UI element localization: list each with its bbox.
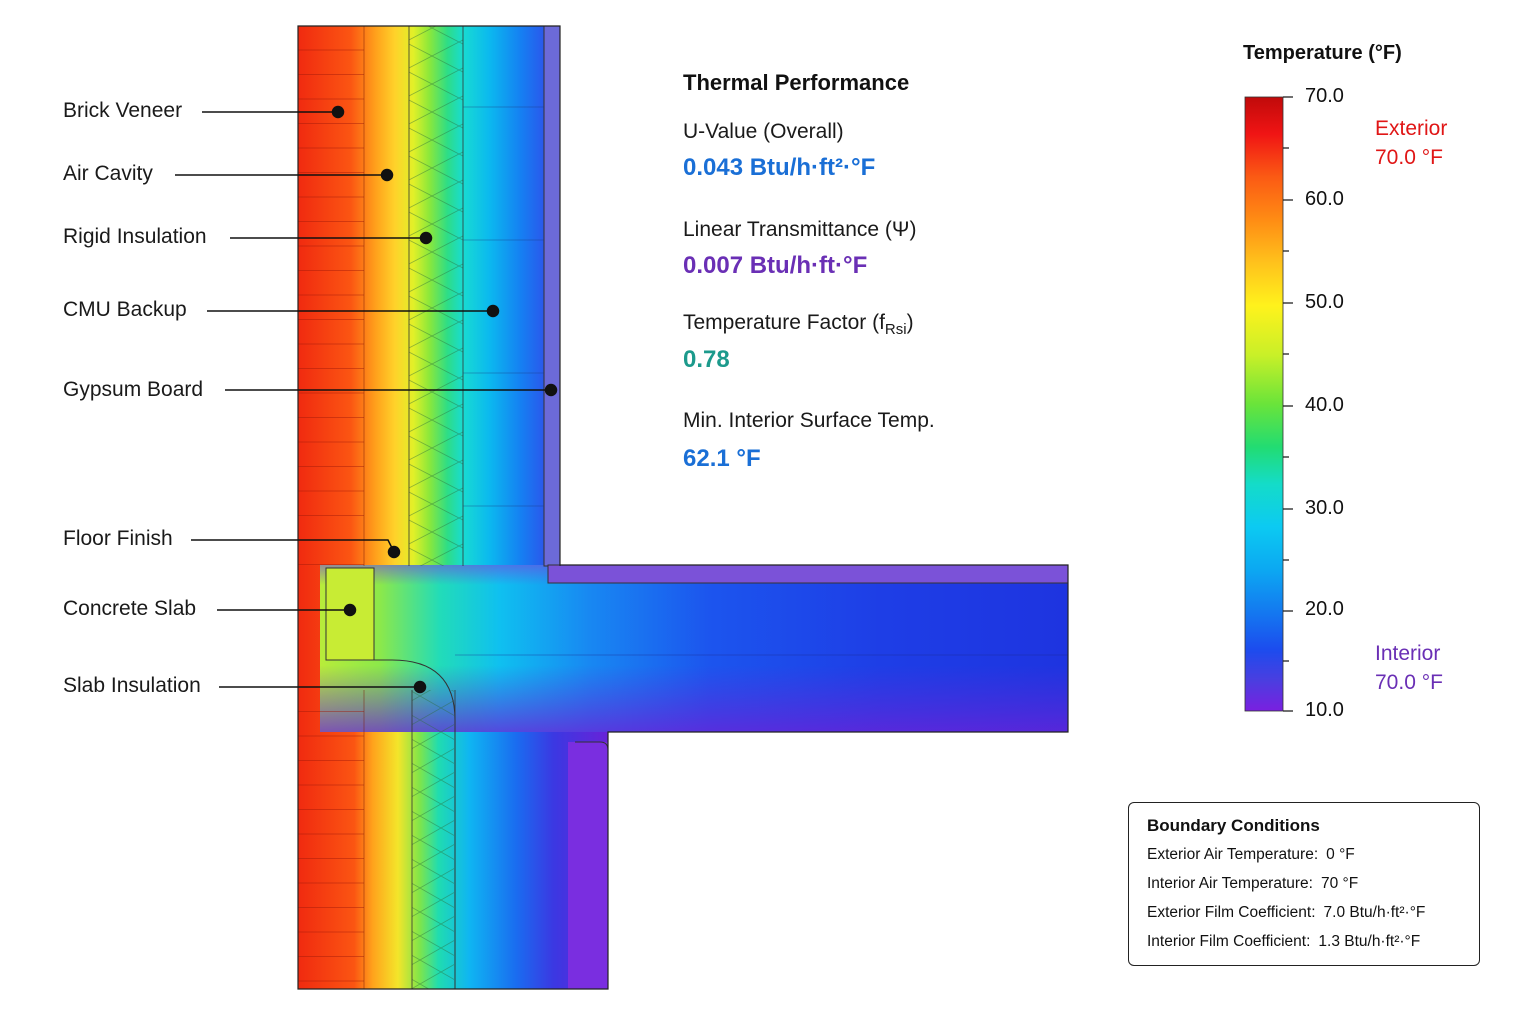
label-brick-veneer: Brick Veneer bbox=[63, 99, 183, 122]
min-temp-value: 62.1 °F bbox=[683, 445, 761, 472]
int-air-value: 70 °F bbox=[1320, 875, 1359, 892]
ext-air-value: 0 °F bbox=[1326, 846, 1355, 863]
frsi-label-prefix: Temperature Factor (f bbox=[683, 311, 885, 334]
exterior-value: 70.0 °F bbox=[1375, 146, 1443, 169]
u-value-label: U-Value (Overall) bbox=[683, 120, 844, 143]
frsi-value: 0.78 bbox=[683, 346, 730, 373]
frsi-label: Temperature Factor (fRsi) bbox=[683, 311, 914, 338]
performance-title: Thermal Performance bbox=[683, 70, 910, 95]
int-air-row: Interior Air Temperature: 70 °F bbox=[1147, 875, 1358, 893]
legend-tick: 60.0 bbox=[1305, 188, 1344, 210]
legend-tick: 10.0 bbox=[1305, 699, 1344, 721]
ext-air-label: Exterior Air Temperature: bbox=[1147, 846, 1319, 863]
int-film-label: Interior Film Coefficient: bbox=[1147, 933, 1311, 950]
legend-tick: 40.0 bbox=[1305, 394, 1344, 416]
label-slab-insulation: Slab Insulation bbox=[63, 674, 201, 697]
label-rigid-insulation: Rigid Insulation bbox=[63, 225, 207, 248]
label-cmu-backup: CMU Backup bbox=[63, 298, 187, 321]
label-floor-finish: Floor Finish bbox=[63, 527, 173, 550]
legend-tick: 50.0 bbox=[1305, 291, 1344, 313]
ext-film-value: 7.0 Btu/h·ft²·°F bbox=[1323, 904, 1426, 921]
exterior-label: Exterior bbox=[1375, 117, 1448, 140]
int-air-label: Interior Air Temperature: bbox=[1147, 875, 1313, 892]
interior-label: Interior bbox=[1375, 642, 1441, 665]
label-concrete-slab: Concrete Slab bbox=[63, 597, 197, 620]
int-film-row: Interior Film Coefficient: 1.3 Btu/h·ft²·… bbox=[1147, 933, 1420, 951]
boundary-title: Boundary Conditions bbox=[1147, 816, 1320, 835]
min-temp-label: Min. Interior Surface Temp. bbox=[683, 409, 935, 432]
frsi-label-sub: Rsi bbox=[884, 321, 907, 339]
boundary-conditions-box bbox=[1128, 802, 1480, 966]
legend-tick: 20.0 bbox=[1305, 598, 1344, 620]
interior-value: 70.0 °F bbox=[1375, 671, 1443, 694]
label-gypsum-board: Gypsum Board bbox=[63, 378, 204, 401]
label-air-cavity: Air Cavity bbox=[63, 162, 153, 185]
psi-value: 0.007 Btu/h·ft·°F bbox=[683, 252, 868, 279]
ext-film-label: Exterior Film Coefficient: bbox=[1147, 904, 1316, 921]
int-film-value: 1.3 Btu/h·ft²·°F bbox=[1318, 933, 1421, 950]
ext-air-row: Exterior Air Temperature: 0 °F bbox=[1147, 846, 1355, 864]
legend-tick: 70.0 bbox=[1305, 85, 1344, 107]
frsi-label-suffix: ) bbox=[906, 311, 914, 334]
psi-label: Linear Transmittance (Ψ) bbox=[683, 218, 917, 241]
u-value: 0.043 Btu/h·ft²·°F bbox=[683, 154, 876, 181]
ext-film-row: Exterior Film Coefficient: 7.0 Btu/h·ft²·… bbox=[1147, 904, 1425, 922]
legend-tick: 30.0 bbox=[1305, 497, 1344, 519]
legend-title: Temperature (°F) bbox=[1243, 42, 1402, 64]
